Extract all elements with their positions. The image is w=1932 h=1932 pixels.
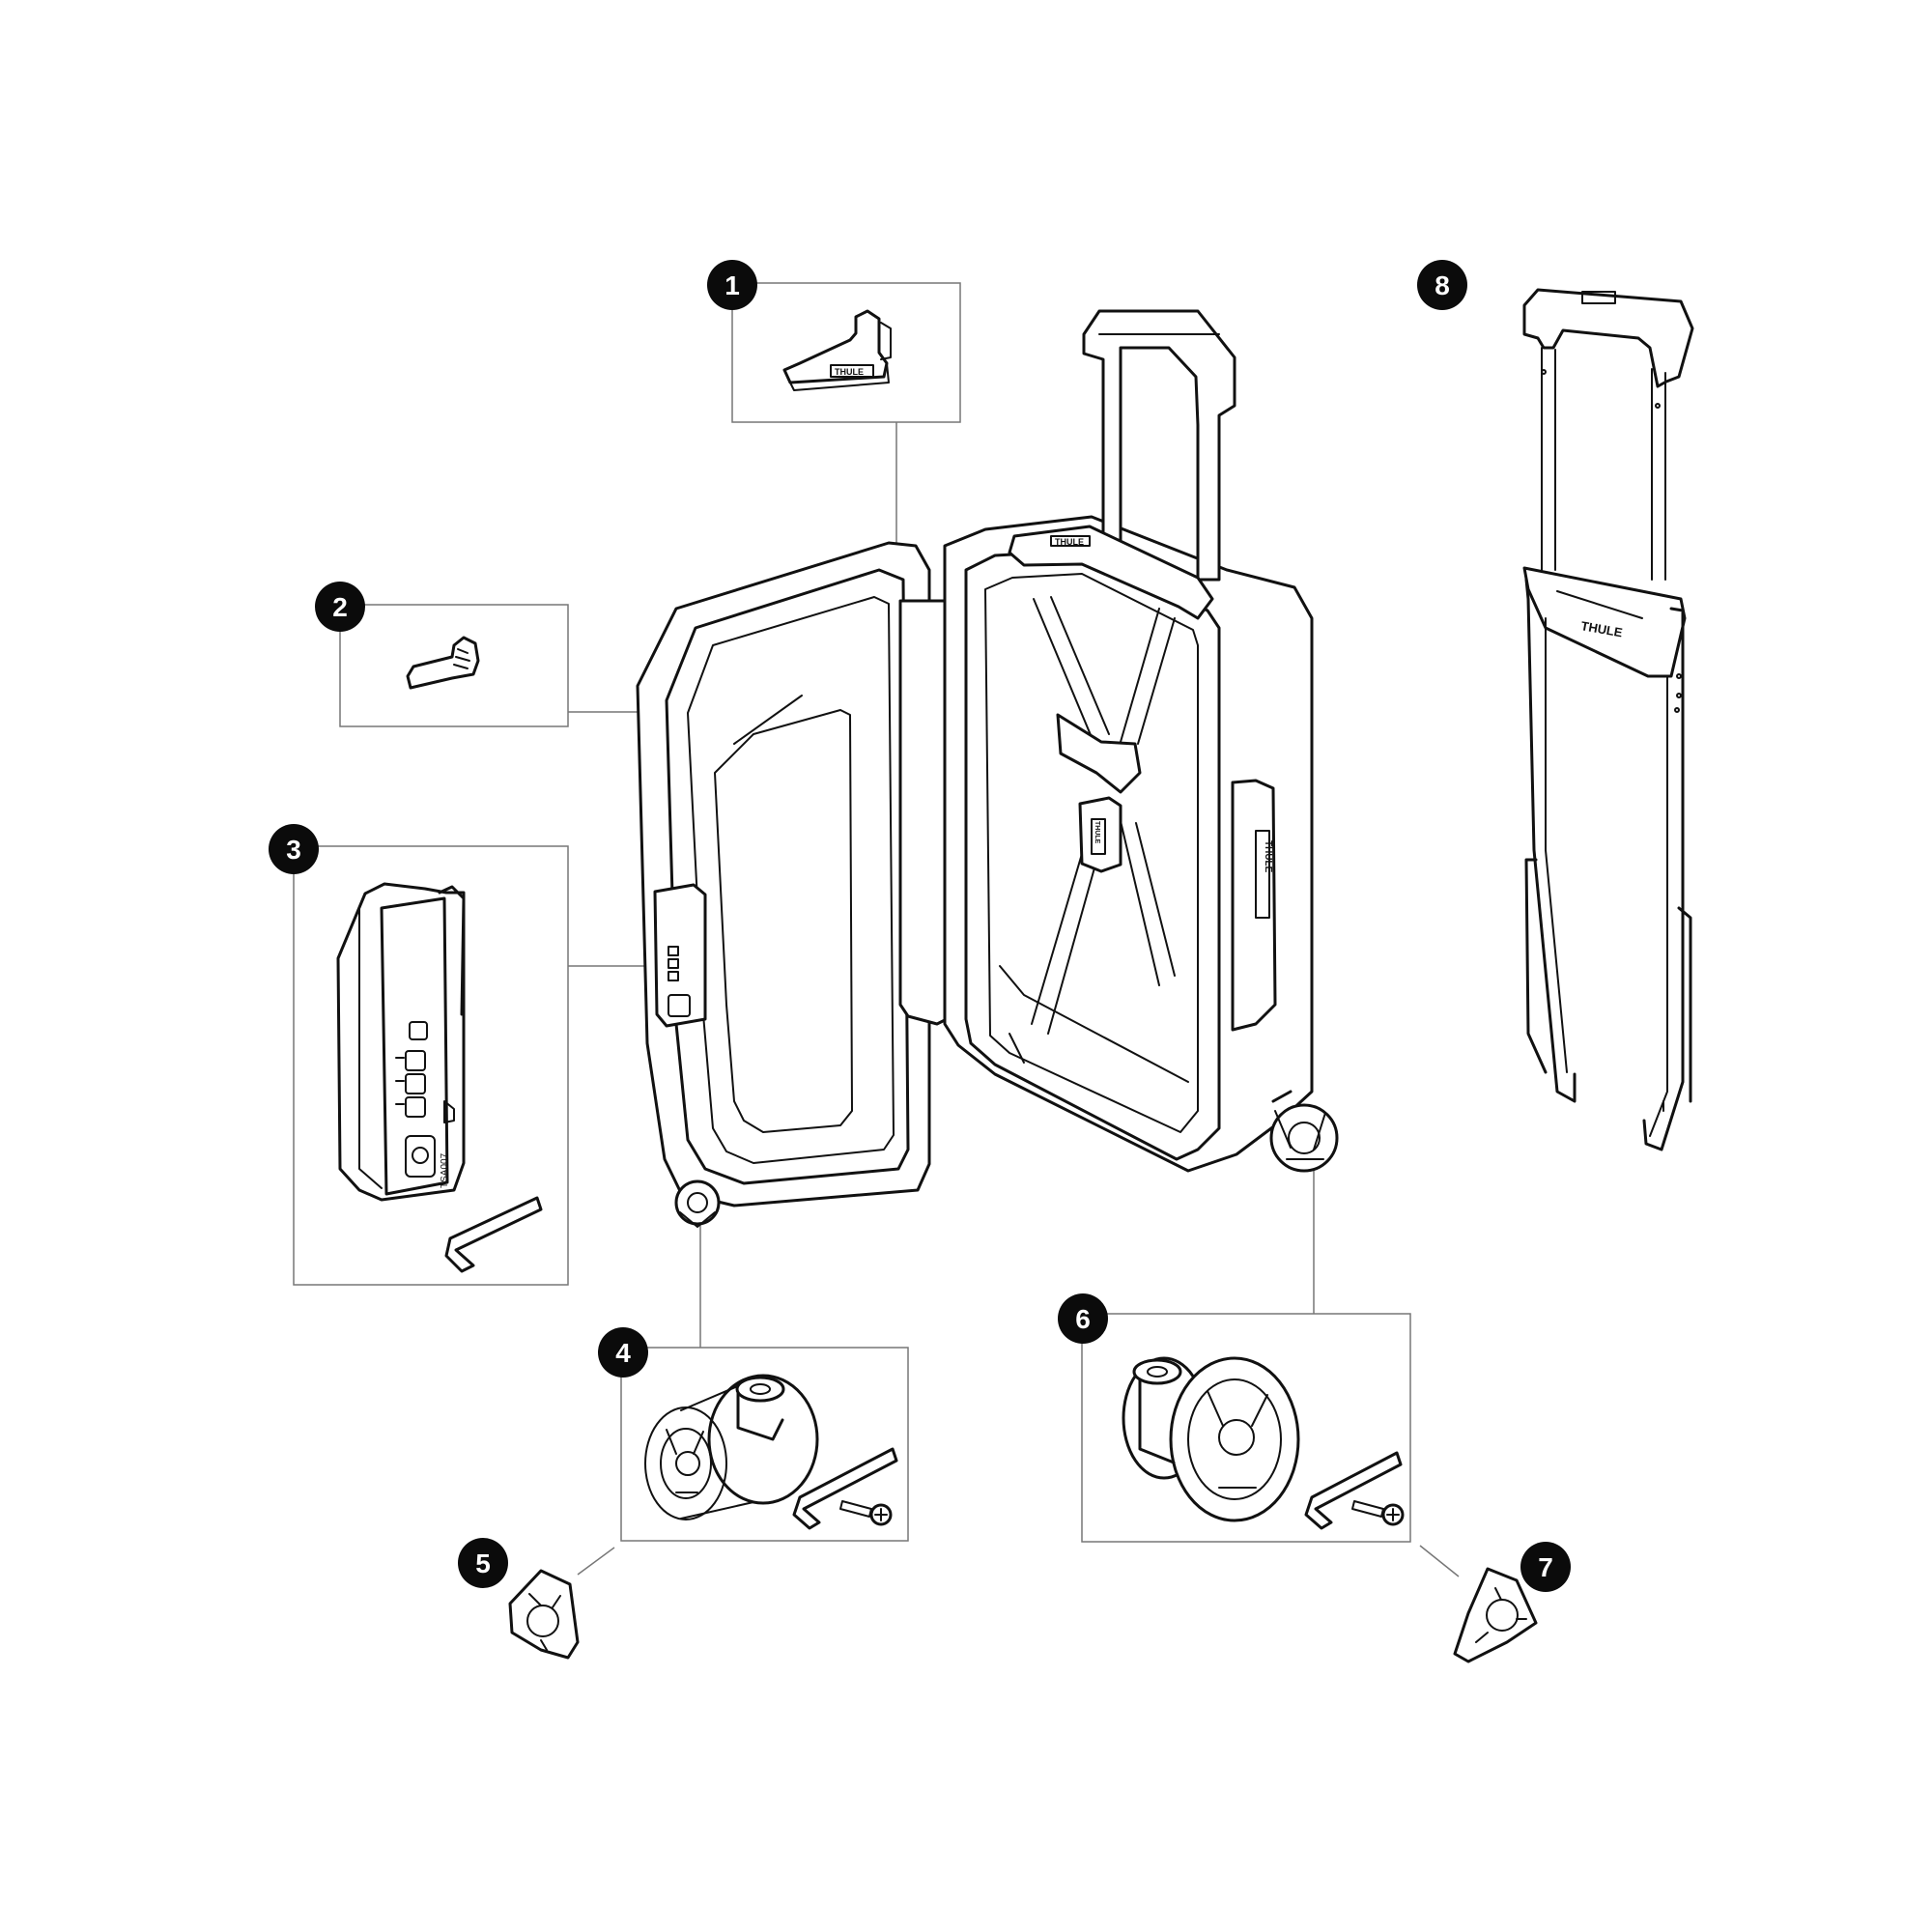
part-1-brand-label: THULE <box>835 367 864 377</box>
callout-badge-8: 8 <box>1417 260 1467 310</box>
side-handle-brand-label: THULE <box>1263 840 1273 873</box>
svg-text:4: 4 <box>615 1338 631 1368</box>
part-1-handle-connector: THULE <box>782 309 892 391</box>
suitcase-left-shell <box>636 541 931 1208</box>
part-2-zipper-puller <box>406 636 480 690</box>
callout-box-3 <box>293 845 657 1286</box>
part-6-wheel-assembly <box>1122 1356 1300 1522</box>
callout-box-1 <box>731 282 961 553</box>
svg-text:3: 3 <box>286 835 301 865</box>
suitcase-right-wheel <box>1269 1090 1339 1173</box>
suitcase-trolley-handle <box>1082 309 1236 582</box>
svg-text:1: 1 <box>724 270 740 300</box>
callout-badge-4: 4 <box>598 1327 648 1378</box>
suitcase-side-handle: THULE <box>1231 779 1277 1032</box>
callout-badge-6: 6 <box>1058 1293 1108 1344</box>
part-7-wheel-cap <box>1453 1567 1538 1663</box>
svg-text:5: 5 <box>475 1548 491 1578</box>
part-3-tsa-lock: TSA007 <box>336 882 466 1202</box>
callout-badge-5: 5 <box>458 1538 508 1588</box>
svg-text:2: 2 <box>332 592 348 622</box>
suitcase-cross-straps: THULE <box>1031 596 1176 1035</box>
callout-badge-7: 7 <box>1520 1542 1571 1592</box>
suitcase-top-handle: THULE <box>1008 525 1214 620</box>
svg-text:8: 8 <box>1435 270 1450 300</box>
callout-badge-2: 2 <box>315 582 365 632</box>
lock-label: TSA007 <box>440 1152 450 1188</box>
part-4-hex-key <box>792 1447 898 1530</box>
leader-line-7 <box>1419 1545 1460 1577</box>
part-4-wheel-assembly <box>644 1374 819 1520</box>
callout-badge-1: 1 <box>707 260 757 310</box>
part-8-brand-label: THULE <box>1579 618 1624 639</box>
leader-line-5 <box>577 1547 615 1576</box>
svg-text:6: 6 <box>1075 1304 1091 1334</box>
part-3-hex-key <box>444 1196 543 1273</box>
callout-box-6 <box>1081 1150 1411 1543</box>
suitcase-tsa-lock <box>653 883 707 1028</box>
suitcase-left-wheel <box>674 1179 721 1228</box>
callout-badge-3: 3 <box>269 824 319 874</box>
strap-buckle-brand-label: THULE <box>1094 821 1100 844</box>
svg-text:7: 7 <box>1538 1552 1553 1582</box>
top-handle-brand-label: THULE <box>1055 537 1084 547</box>
part-6-hex-key <box>1304 1451 1403 1530</box>
part-4-screw <box>839 1500 893 1526</box>
part-5-wheel-cap <box>508 1569 580 1660</box>
part-8-trolley-handle: THULE <box>1522 288 1694 1151</box>
callout-box-4 <box>620 1222 909 1542</box>
part-6-screw <box>1351 1500 1405 1526</box>
